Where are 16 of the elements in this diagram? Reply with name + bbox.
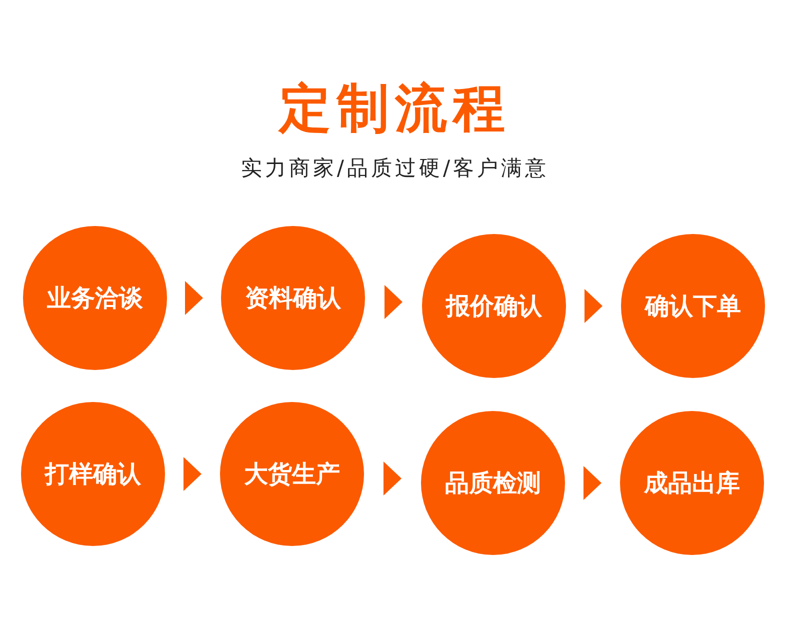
arrow bbox=[384, 462, 402, 496]
arrow bbox=[184, 457, 202, 491]
step-label: 资料确认 bbox=[245, 283, 341, 314]
step-label: 品质检测 bbox=[445, 468, 541, 499]
subtitle: 实力商家/品质过硬/客户满意 bbox=[240, 155, 550, 182]
arrow bbox=[384, 285, 402, 319]
step-label: 打样确认 bbox=[45, 459, 141, 490]
arrow bbox=[185, 281, 203, 315]
step-label: 成品出库 bbox=[644, 468, 740, 499]
step-label: 确认下单 bbox=[645, 291, 741, 322]
title: 定制流程 bbox=[277, 78, 512, 141]
step-label: 业务洽谈 bbox=[47, 283, 143, 314]
arrow bbox=[584, 289, 602, 323]
arrow bbox=[584, 466, 602, 500]
step-label: 大货生产 bbox=[244, 459, 340, 490]
step-label: 报价确认 bbox=[446, 291, 542, 322]
